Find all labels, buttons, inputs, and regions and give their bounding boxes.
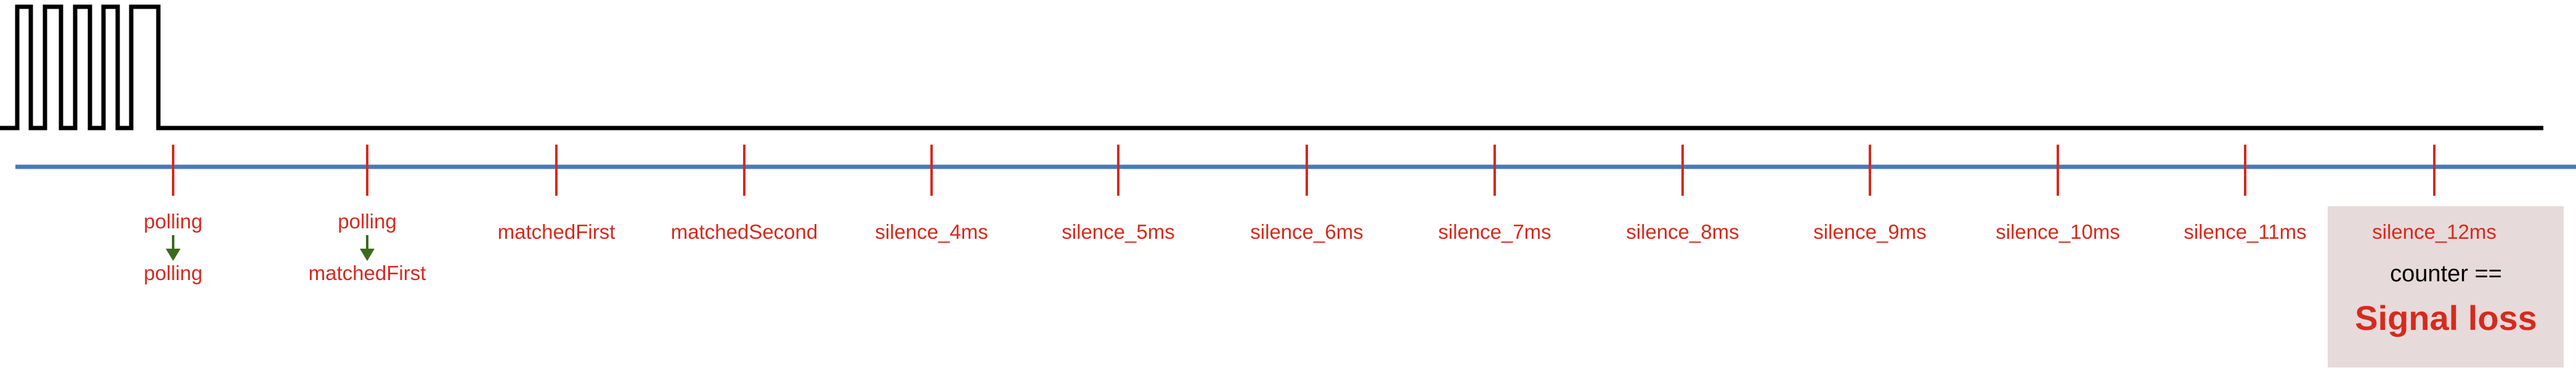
- state-label-t7: silence_6ms: [1250, 220, 1363, 243]
- signal-loss-highlight-box: [2328, 206, 2564, 367]
- state-label-t6: silence_5ms: [1062, 220, 1174, 243]
- state-label-t12: silence_11ms: [2184, 220, 2306, 243]
- state-label-t11: silence_10ms: [1996, 220, 2120, 243]
- state-label-t3: matchedFirst: [498, 220, 616, 243]
- state-label-t10: silence_9ms: [1813, 220, 1926, 243]
- state-label-t13: silence_12ms: [2372, 220, 2497, 243]
- signal-waveform: [0, 4, 2543, 130]
- tick-marks: [172, 145, 2436, 196]
- state-label-t9: silence_8ms: [1626, 220, 1739, 243]
- counter-label: counter ==: [2390, 261, 2502, 287]
- state-label-from-t1: polling: [144, 210, 202, 233]
- state-label-to-t1: polling: [144, 262, 202, 284]
- state-label-t8: silence_7ms: [1438, 220, 1551, 243]
- state-label-t5: silence_4ms: [875, 220, 988, 243]
- state-label-from-t2: polling: [338, 210, 396, 233]
- state-label-t4: matchedSecond: [671, 220, 818, 243]
- down-arrow-icon: [166, 249, 181, 261]
- down-arrow-icon: [360, 249, 375, 261]
- state-label-to-t2: matchedFirst: [309, 262, 426, 284]
- state-labels: polling polling polling matchedFirst matched…: [144, 210, 2497, 284]
- signal-loss-label: Signal loss: [2355, 299, 2537, 337]
